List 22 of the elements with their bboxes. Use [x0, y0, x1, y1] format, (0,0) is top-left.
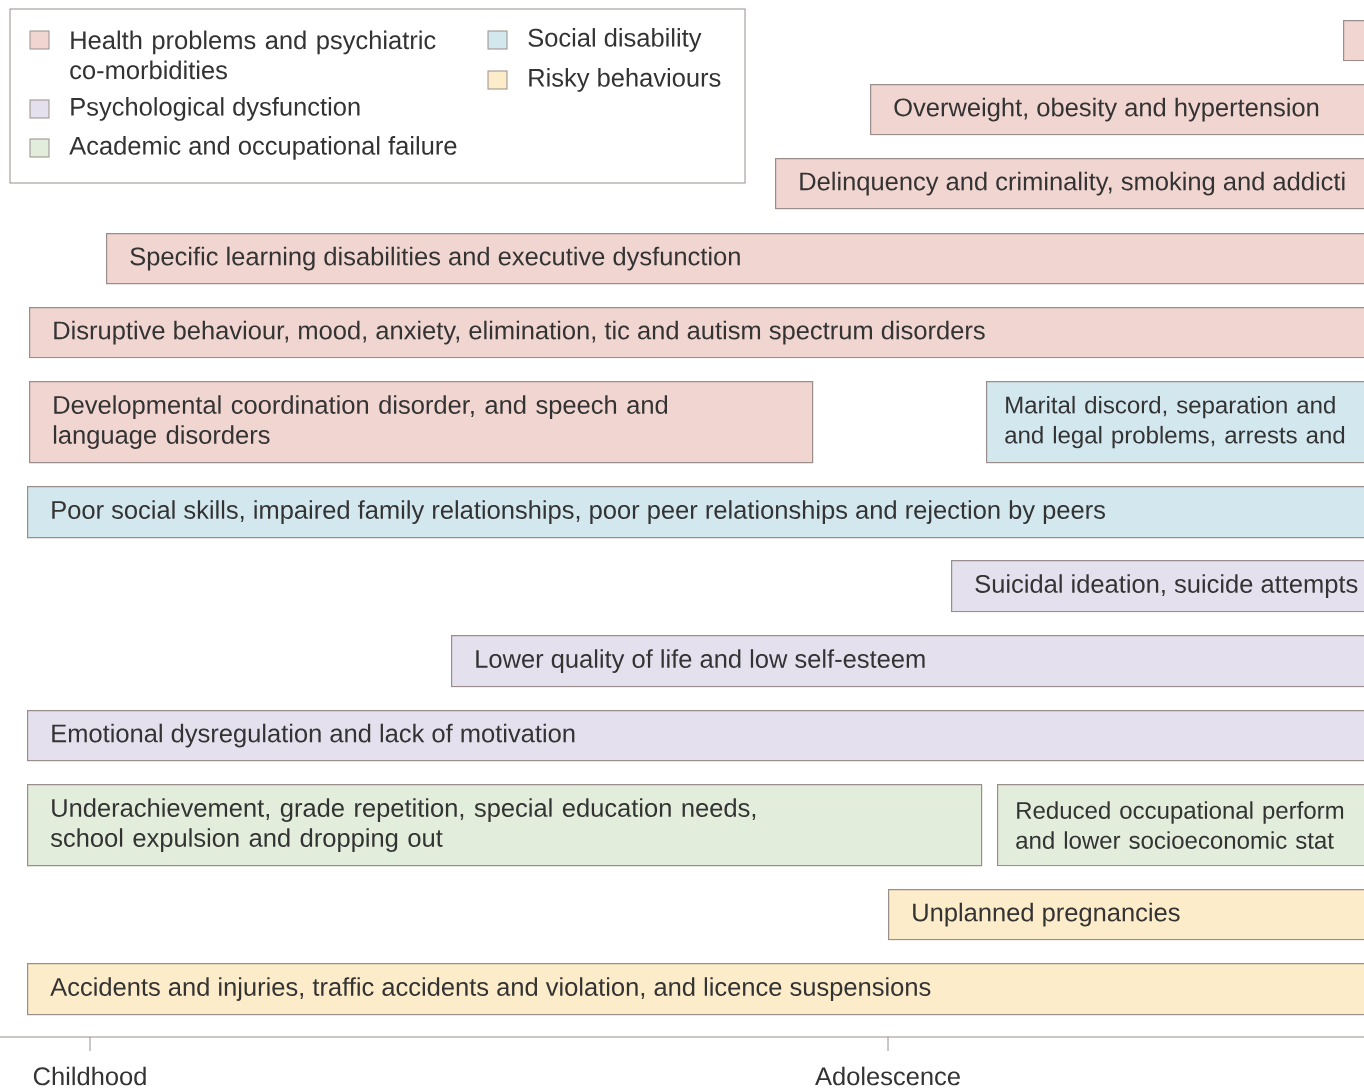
bar: [1343, 20, 1364, 62]
legend-label: Social disability: [528, 28, 702, 52]
bar: Reduced occupational perform and lower socioeconomic stat: [997, 784, 1364, 867]
bar: Underachievement, grade repetition, special education needs, school expulsion and dropping out: [27, 784, 983, 867]
legend-label: Psychological dysfunction: [71, 97, 360, 121]
bar: Emotional dysregulation and lack of motivation: [27, 710, 1364, 762]
legend-label: Academic and occupational failure: [69, 136, 457, 160]
bar: Overweight, obesity and hypertension: [870, 84, 1364, 136]
bar: Poor social skills, impaired family relationships, poor peer relationships and rejection by peers: [27, 486, 1364, 539]
bar: Disruptive behaviour, mood, anxiety, elimination, tic and autism spectrum disorders: [29, 307, 1364, 359]
bar: Specific learning disabilities and executive dysfunction: [106, 233, 1364, 285]
bar: Lower quality of life and low self-esteem: [451, 635, 1364, 688]
bar: Accidents and injuries, traffic accidents and violation, and licence suspensions: [27, 963, 1364, 1016]
bar: Marital discord, separation and and legal problems, arrests and: [986, 381, 1364, 464]
legend-label: Health problems and psychiatric co-morbidities: [70, 30, 436, 80]
bar: Developmental coordination disorder, and speech and language disorders: [29, 381, 814, 464]
legend-label: Risky behaviours: [529, 68, 721, 92]
bar: Unplanned pregnancies: [888, 889, 1364, 941]
bar: Delinquency and criminality, smoking and addicti: [775, 158, 1364, 210]
bar: Suicidal ideation, suicide attempts: [951, 560, 1364, 613]
stage-label: Adolescence: [815, 1066, 960, 1086]
stage-label: Childhood: [33, 1066, 146, 1086]
